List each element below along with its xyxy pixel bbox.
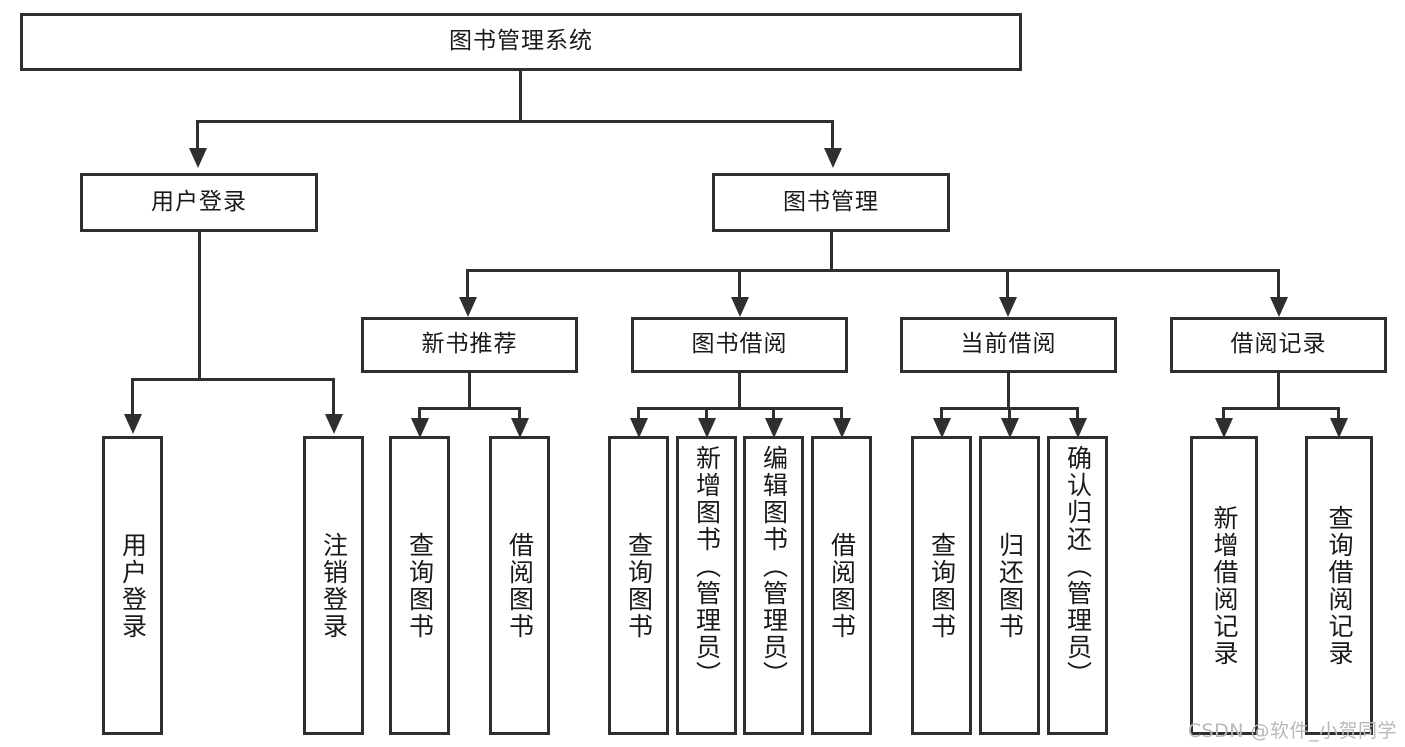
node-label: 查询借阅记录	[1325, 504, 1354, 667]
arrow-level2-0	[189, 148, 207, 168]
node-label: 图书管理	[783, 188, 879, 215]
node-label: 用户登录	[118, 531, 148, 640]
node-label: 注销登录	[319, 531, 349, 640]
connector-user-login-drop-1	[332, 378, 335, 416]
node-label: 新增图书（管理员）	[692, 445, 722, 688]
arrow-book-borrow-leaf-2	[765, 418, 783, 438]
arrow-level3-3	[1270, 297, 1288, 317]
node-label: 借阅记录	[1230, 331, 1327, 358]
node-new-book-recommend[interactable]: 新书推荐	[361, 317, 578, 373]
connector-book-borrow-drop-3	[840, 407, 843, 421]
leaf-borrow-record-add-record[interactable]: 新增借阅记录	[1190, 436, 1258, 735]
leaf-new-book-query-book[interactable]: 查询图书	[389, 436, 450, 735]
leaf-borrow-record-query-record[interactable]: 查询借阅记录	[1305, 436, 1373, 735]
node-borrow-record[interactable]: 借阅记录	[1170, 317, 1387, 373]
node-current-borrow[interactable]: 当前借阅	[900, 317, 1117, 373]
connector-level2-drop-1	[831, 120, 834, 150]
connector-current-borrow-stem	[1007, 373, 1010, 409]
arrow-book-borrow-leaf-1	[698, 418, 716, 438]
node-user-login[interactable]: 用户登录	[80, 173, 318, 232]
arrow-level3-0	[459, 297, 477, 317]
arrow-new-book-leaf-1	[511, 418, 529, 438]
arrow-level3-2	[999, 297, 1017, 317]
node-book-management[interactable]: 图书管理	[712, 173, 950, 232]
connector-level3-bus	[466, 269, 1280, 272]
connector-borrow-record-stem	[1277, 373, 1280, 409]
connector-level2-bus	[196, 120, 834, 123]
node-root-book-management-system[interactable]: 图书管理系统	[20, 13, 1022, 71]
leaf-current-borrow-query-book[interactable]: 查询图书	[911, 436, 972, 735]
connector-new-book-drop-1	[518, 407, 521, 421]
arrow-current-borrow-leaf-2	[1069, 418, 1087, 438]
node-label: 查询图书	[405, 531, 435, 640]
node-label: 新书推荐	[421, 331, 518, 358]
arrow-level3-1	[731, 297, 749, 317]
arrow-book-borrow-leaf-0	[630, 418, 648, 438]
connector-level3-drop-2	[1006, 269, 1009, 299]
arrow-new-book-leaf-0	[411, 418, 429, 438]
arrow-current-borrow-leaf-1	[1001, 418, 1019, 438]
connector-level3-drop-0	[466, 269, 469, 299]
arrow-borrow-record-leaf-1	[1330, 418, 1348, 438]
watermark-csdn: CSDN @软件_小贺同学	[1187, 720, 1397, 742]
node-label: 查询图书	[927, 531, 957, 640]
node-label: 借阅图书	[505, 531, 535, 640]
connector-new-book-stem	[468, 373, 471, 409]
connector-book-borrow-drop-2	[772, 407, 775, 421]
node-label: 图书管理系统	[449, 28, 593, 55]
arrow-borrow-record-leaf-0	[1215, 418, 1233, 438]
connector-user-login-stem	[198, 232, 201, 380]
connector-user-login-bus	[131, 378, 335, 381]
node-label: 借阅图书	[827, 531, 857, 640]
arrow-book-borrow-leaf-3	[833, 418, 851, 438]
leaf-book-borrow-borrow-book[interactable]: 借阅图书	[811, 436, 872, 735]
node-label: 新增借阅记录	[1210, 504, 1239, 667]
connector-book-borrow-drop-1	[705, 407, 708, 421]
arrow-current-borrow-leaf-0	[933, 418, 951, 438]
connector-level2-drop-0	[196, 120, 199, 150]
node-label: 用户登录	[151, 188, 247, 215]
leaf-book-borrow-query-book[interactable]: 查询图书	[608, 436, 669, 735]
arrow-user-login-leaf-0	[124, 414, 142, 434]
leaf-user-login-logout[interactable]: 注销登录	[303, 436, 364, 735]
arrow-level2-1	[824, 148, 842, 168]
connector-new-book-bus	[418, 407, 521, 410]
leaf-book-borrow-edit-book-admin[interactable]: 编辑图书（管理员）	[743, 436, 804, 735]
leaf-new-book-borrow-book[interactable]: 借阅图书	[489, 436, 550, 735]
connector-borrow-record-bus	[1222, 407, 1340, 410]
connector-new-book-drop-0	[418, 407, 421, 421]
node-label: 图书借阅	[691, 331, 788, 358]
connector-root-stem	[519, 71, 522, 122]
node-label: 编辑图书（管理员）	[759, 445, 789, 688]
connector-book-borrow-bus	[637, 407, 842, 410]
node-label: 归还图书	[995, 531, 1025, 640]
leaf-user-login-login[interactable]: 用户登录	[102, 436, 163, 735]
leaf-current-borrow-return-book[interactable]: 归还图书	[979, 436, 1040, 735]
leaf-book-borrow-add-book-admin[interactable]: 新增图书（管理员）	[676, 436, 737, 735]
node-book-borrow[interactable]: 图书借阅	[631, 317, 848, 373]
connector-current-borrow-drop-2	[1076, 407, 1079, 421]
leaf-current-borrow-confirm-return-admin[interactable]: 确认归还（管理员）	[1047, 436, 1108, 735]
connector-book-borrow-drop-0	[637, 407, 640, 421]
connector-borrow-record-drop-0	[1222, 407, 1225, 421]
connector-current-borrow-drop-0	[940, 407, 943, 421]
connector-level3-drop-1	[738, 269, 741, 299]
node-label: 确认归还（管理员）	[1063, 445, 1093, 688]
connector-user-login-drop-0	[131, 378, 134, 416]
connector-current-borrow-drop-1	[1008, 407, 1011, 421]
node-label: 当前借阅	[960, 331, 1057, 358]
arrow-user-login-leaf-1	[325, 414, 343, 434]
node-label: 查询图书	[624, 531, 654, 640]
connector-level3-drop-3	[1277, 269, 1280, 299]
connector-book-management-stem	[830, 232, 833, 272]
connector-borrow-record-drop-1	[1337, 407, 1340, 421]
connector-book-borrow-stem	[738, 373, 741, 409]
